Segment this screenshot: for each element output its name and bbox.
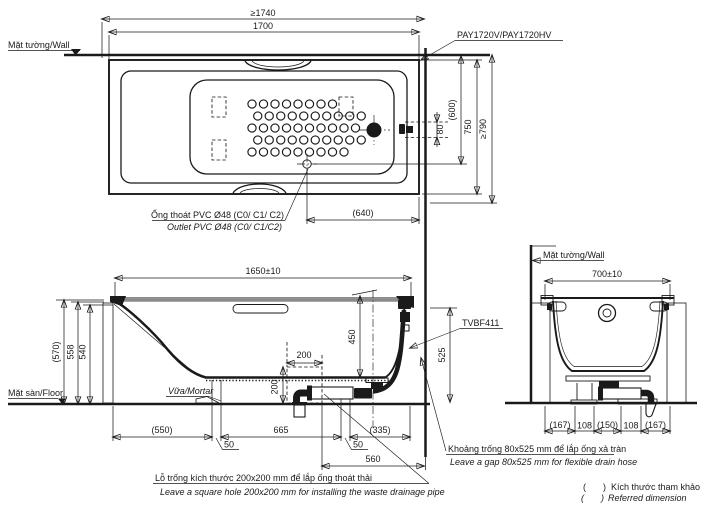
hidden-fitting-left-upper [211, 96, 227, 118]
top-view: Mặt tường/Wall [8, 8, 563, 457]
dim-drain-to-wall: (640) [352, 208, 373, 218]
dim-min-length: ≥1740 [251, 8, 276, 18]
dim-width-end: 700±10 [592, 269, 622, 279]
armrest-slot [232, 304, 289, 314]
legend-ref-vi: Kích thước tham khảo [611, 482, 700, 492]
overflow-cap [597, 303, 617, 323]
legend-paren-close: ) [603, 482, 606, 492]
mortar-label: Vữa/Mortar [168, 386, 214, 396]
overflow-fitting-plan [359, 115, 448, 145]
dim-b5: (167) [645, 420, 666, 430]
end-view-dimensions [545, 281, 670, 434]
apron-panel [102, 302, 114, 404]
wall-label-end: Mặt tường/Wall [543, 250, 605, 260]
drain-assembly-end [570, 381, 658, 418]
dim-b1: (167) [549, 420, 570, 430]
dim-inner-height: 540 [78, 344, 88, 359]
tub-base-pad [565, 375, 651, 382]
dim-length: 1700 [253, 21, 273, 31]
headrest-arc-top [244, 60, 312, 71]
anti-slip-dot-pattern [247, 99, 366, 157]
gap-note-leader [421, 358, 447, 452]
hole-note-en: Leave a square hole 200x200 mm for insta… [160, 487, 445, 497]
dim-b3: (150) [597, 420, 618, 430]
legend-paren-close-2: ) [600, 493, 604, 503]
dim-total-height: (570) [51, 341, 61, 362]
product-leader [421, 40, 456, 61]
waste-hole-hidden [286, 366, 323, 404]
dim-length-front: 1650±10 [246, 266, 281, 276]
dim-hole-to-wall: 560 [365, 454, 380, 464]
end-view: Mặt tường/Wall [421, 245, 700, 503]
outlet-label-en: Outlet PVC Ø48 (C0/ C1/C2) [167, 222, 282, 232]
tub-plan-outline [108, 59, 420, 195]
dim-apron: (550) [151, 425, 172, 435]
product-label: PAY1720V/PAY1720HV [457, 30, 551, 40]
outlet-label-vi: Ống thoát PVC Ø48 (C0/ C1/ C2) [151, 209, 284, 220]
dim-50b: 50 [353, 440, 363, 450]
top-view-dimensions [102, 19, 497, 224]
drain-assembly-front [292, 300, 411, 418]
corrugated-pipe [310, 386, 354, 400]
front-view-dimensions [56, 278, 457, 470]
legend-paren-open-2: ( [581, 493, 585, 503]
legend-ref-en: Referred dimension [608, 493, 687, 503]
dim-b2: 108 [577, 421, 592, 431]
drain-kit-label: TVBF411 [462, 318, 499, 328]
tub-profile [111, 298, 385, 379]
corrugated-pipe-end [600, 387, 642, 400]
dim-hole-height: 200 [270, 379, 280, 394]
outlet-leader [284, 168, 309, 221]
dim-width: 750 [463, 119, 473, 134]
front-view: Mặt sàn/Floor Vữa/Mortar [8, 266, 503, 497]
dim-50a: 50 [224, 440, 234, 450]
mortar-wedge [195, 396, 220, 404]
dim-rim-height: 558 [66, 344, 76, 359]
dim-depth: 450 [347, 329, 357, 344]
hole-note-leader [323, 393, 430, 484]
dim-hole-width: 200 [296, 350, 311, 360]
dim-b4: 108 [623, 421, 638, 431]
legend-paren-open: ( [583, 482, 586, 492]
legend: ( ) Kích thước tham khảo ( ) Referred di… [581, 482, 700, 503]
hole-note-vi: Lỗ trống kích thước 200x200 mm để lắp ốn… [155, 473, 372, 483]
end-wall-left [531, 302, 551, 404]
dim-wall-to-drain: (600) [447, 99, 457, 120]
dim-min-width: ≥790 [478, 119, 488, 139]
end-wall-right [666, 302, 687, 404]
dim-overflow-gap: 80 [435, 124, 445, 134]
gap-note-en: Leave a gap 80x525 mm for flexible drain… [450, 457, 637, 467]
dim-gap-height: 525 [437, 347, 447, 362]
dim-end: (335) [369, 425, 390, 435]
waste-pipe-below-floor [293, 404, 306, 418]
grip-arc-bottom [232, 183, 287, 194]
floor-label: Mặt sàn/Floor [8, 388, 63, 398]
hidden-fitting-left-lower [211, 139, 227, 161]
gap-note-vi: Khoảng trống 80x525 mm để lắp ống xả trà… [448, 444, 626, 454]
wall-label-top: Mặt tường/Wall [8, 40, 70, 50]
drain-kit-leader [410, 328, 461, 349]
drain-outlet-below-floor [645, 403, 657, 418]
dim-mid: 665 [273, 425, 288, 435]
